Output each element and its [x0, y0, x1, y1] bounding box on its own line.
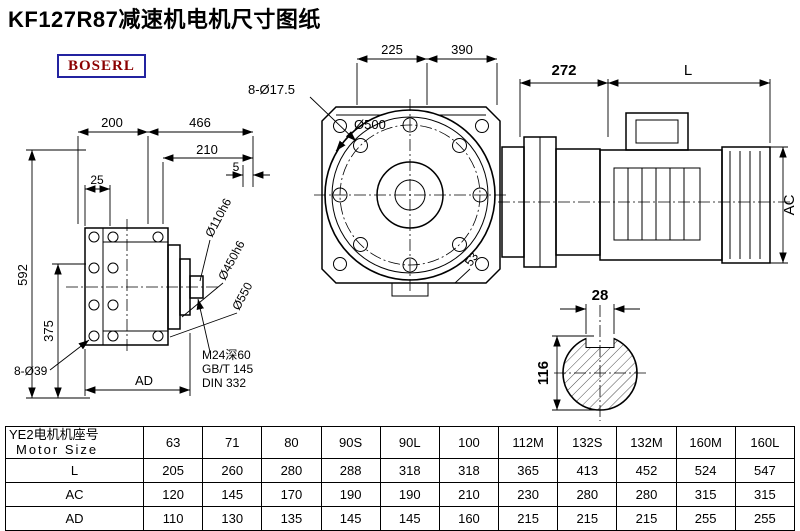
table-cell: 288 [320, 458, 381, 483]
dim-466-label: 466 [189, 115, 211, 130]
table-cell: 160 [438, 506, 500, 531]
dia-shaft-label: Ø110h6 [202, 196, 234, 240]
size-col-90s: 90S [320, 426, 381, 459]
table-cell: 280 [616, 482, 677, 507]
size-col-90l: 90L [379, 426, 440, 459]
table-cell: 170 [261, 482, 322, 507]
holes-8x17-label: 8-Ø17.5 [248, 82, 295, 97]
table-cell: 190 [320, 482, 381, 507]
table-cell: 255 [734, 506, 796, 531]
size-col-63: 63 [142, 426, 204, 459]
dim-210-label: 210 [196, 142, 218, 157]
size-col-132m: 132M [616, 426, 677, 459]
dim-5-label: 5 [233, 160, 240, 174]
table-cell: 205 [142, 458, 204, 483]
dim-28-label: 28 [592, 287, 609, 304]
table-cell: 280 [261, 458, 322, 483]
table-cell: 215 [498, 506, 559, 531]
table-cell: 210 [438, 482, 500, 507]
table-header-cn: YE2电机机座号 [9, 427, 99, 442]
size-col-112m: 112M [498, 426, 559, 459]
technical-drawing: 200 466 210 5 25 592 375 8-Ø39 AD M24深60… [14, 42, 798, 421]
dim-225-label: 225 [381, 42, 403, 57]
side-view: 200 466 210 5 25 592 375 8-Ø39 AD M24深60… [14, 115, 270, 399]
shaft-section-view: 28 116 [535, 287, 648, 421]
table-cell: 145 [202, 482, 263, 507]
brand-logo: BOSERL [57, 54, 146, 78]
table-cell: 413 [557, 458, 618, 483]
table-cell: 230 [498, 482, 559, 507]
dim-116-label: 116 [535, 361, 552, 385]
table-header-motor-size: YE2电机机座号 Motor Size [5, 426, 144, 459]
size-col-80: 80 [261, 426, 322, 459]
table-cell: 145 [320, 506, 381, 531]
table-cell: 255 [675, 506, 736, 531]
table-cell: 315 [734, 482, 796, 507]
dim-ad-label: AD [135, 373, 153, 388]
dim-272-label: 272 [551, 62, 576, 79]
dim-L-label: L [684, 62, 692, 79]
table-cell: 145 [379, 506, 440, 531]
size-col-71: 71 [202, 426, 263, 459]
table-cell: 130 [202, 506, 263, 531]
size-col-100: 100 [438, 426, 500, 459]
dim-200-label: 200 [101, 115, 123, 130]
size-col-160m: 160M [675, 426, 736, 459]
dim-390-label: 390 [451, 42, 473, 57]
table-cell: 260 [202, 458, 263, 483]
table-cell: 318 [379, 458, 440, 483]
dia-flange-label: Ø550 [229, 280, 255, 313]
table-cell: 315 [675, 482, 736, 507]
table-cell: 135 [261, 506, 322, 531]
table-row-L: L 205 260 280 288 318 318 365 413 452 52… [5, 458, 796, 483]
page-title: KF127R87减速机电机尺寸图纸 [8, 7, 321, 32]
size-col-132s: 132S [557, 426, 618, 459]
table-row-AD: AD 110 130 135 145 145 160 215 215 215 2… [5, 506, 796, 531]
dia-500-label: Ø500 [354, 117, 386, 132]
motor-size-table: YE2电机机座号 Motor Size 63 71 80 90S 90L 100… [5, 426, 796, 531]
row-label-L: L [5, 458, 144, 483]
table-cell: 215 [616, 506, 677, 531]
table-cell: 524 [675, 458, 736, 483]
dim-375-label: 375 [41, 320, 56, 342]
table-header-row: YE2电机机座号 Motor Size 63 71 80 90S 90L 100… [5, 426, 796, 459]
table-cell: 215 [557, 506, 618, 531]
tap-std1-label: GB/T 145 [202, 362, 253, 376]
size-col-160l: 160L [734, 426, 796, 459]
dim-592-label: 592 [15, 264, 30, 286]
holes-8x39-label: 8-Ø39 [14, 364, 48, 378]
table-cell: 280 [557, 482, 618, 507]
table-row-AC: AC 120 145 170 190 190 210 230 280 280 3… [5, 482, 796, 507]
row-label-AD: AD [5, 506, 144, 531]
dia-spigot-label: Ø450h6 [215, 238, 248, 283]
dim-AC-label: AC [781, 194, 798, 215]
brand-logo-text: BOSERL [68, 58, 135, 74]
motor-view: 272 L AC [498, 62, 798, 268]
table-cell: 365 [498, 458, 559, 483]
table-cell: 452 [616, 458, 677, 483]
table-cell: 318 [438, 458, 500, 483]
row-label-AC: AC [5, 482, 144, 507]
table-cell: 120 [142, 482, 204, 507]
tap-hole-label: M24深60 [202, 348, 251, 362]
tap-std2-label: DIN 332 [202, 376, 246, 390]
table-cell: 190 [379, 482, 440, 507]
table-cell: 547 [734, 458, 796, 483]
dim-25-label: 25 [90, 173, 104, 187]
table-header-en: Motor Size [16, 442, 99, 457]
front-view: 225 390 8-Ø17.5 Ø500 53 [248, 42, 506, 297]
table-cell: 110 [142, 506, 204, 531]
